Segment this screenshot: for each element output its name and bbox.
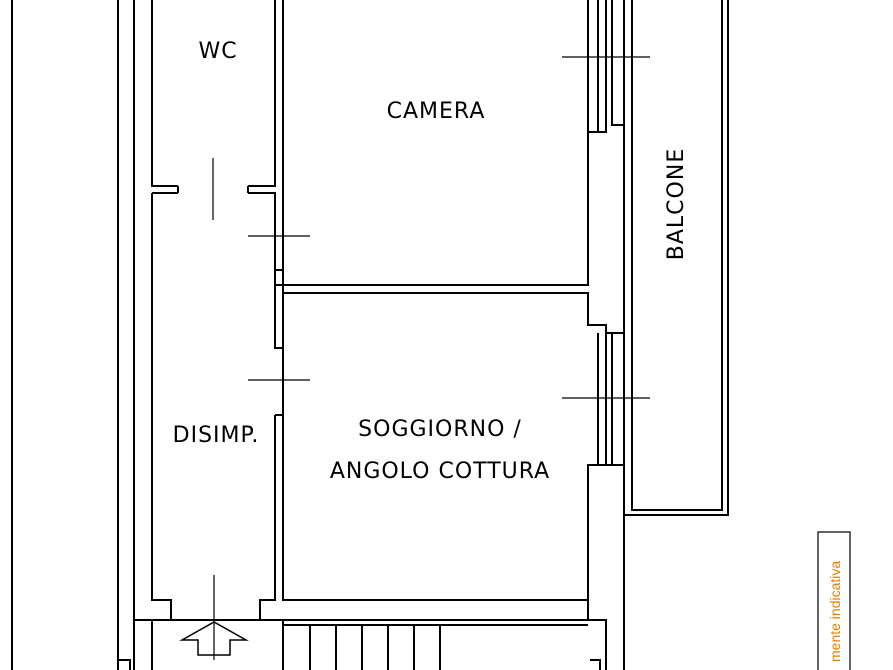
room-label-balcone: BALCONE bbox=[664, 148, 689, 260]
room-label-soggiorno: SOGGIORNO / bbox=[358, 417, 522, 442]
room-label-angolo-cottura: ANGOLO COTTURA bbox=[330, 459, 550, 484]
door-swing-markers bbox=[212, 56, 650, 660]
room-label-disimpegno: DISIMP. bbox=[173, 423, 260, 448]
note-text: mente indicativa bbox=[827, 561, 843, 662]
note-frame bbox=[817, 531, 851, 670]
disclaimer-note: mente indicativa bbox=[817, 531, 851, 670]
room-label-camera: CAMERA bbox=[387, 99, 486, 124]
walls bbox=[11, 0, 729, 670]
room-label-wc: WC bbox=[198, 39, 237, 64]
entrance-arrow-icon bbox=[179, 621, 249, 656]
